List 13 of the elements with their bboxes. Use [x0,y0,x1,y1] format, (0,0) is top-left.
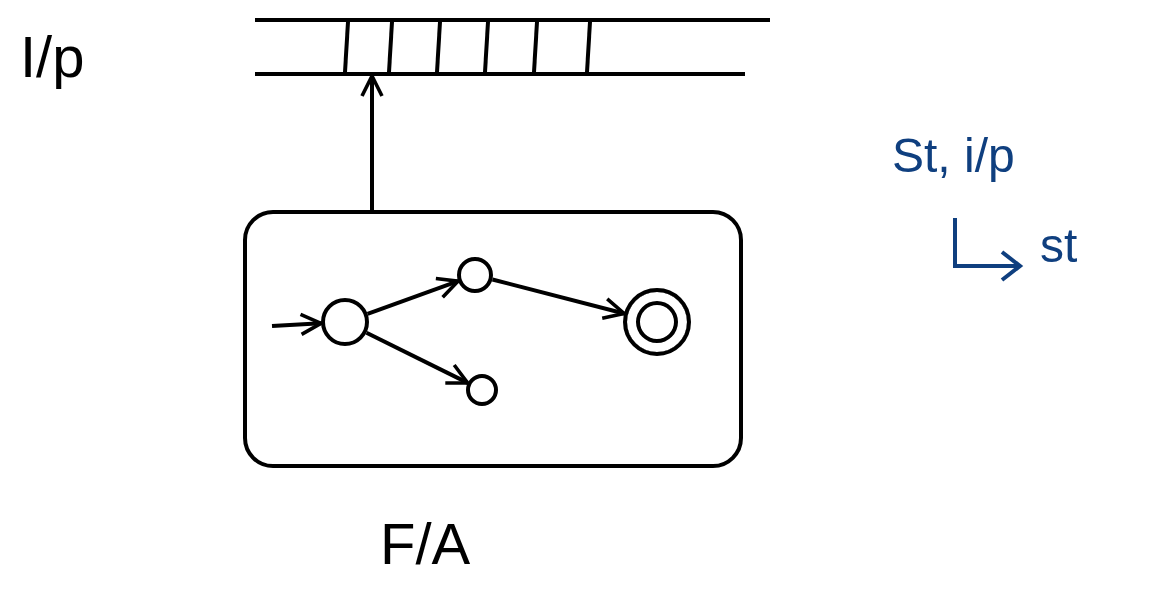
arrow [365,330,470,385]
state-circle [321,298,369,346]
note-text: st [1040,222,1078,270]
arrow [491,277,626,320]
arrow [271,312,323,337]
arrow [366,276,460,316]
node-caption: F/A [380,515,471,573]
state-circle [457,257,493,293]
note-text: St, i/p [892,132,1015,180]
arrow [360,74,384,210]
input-tape [255,18,770,76]
state-circle [466,374,498,406]
automaton-box [243,210,743,468]
